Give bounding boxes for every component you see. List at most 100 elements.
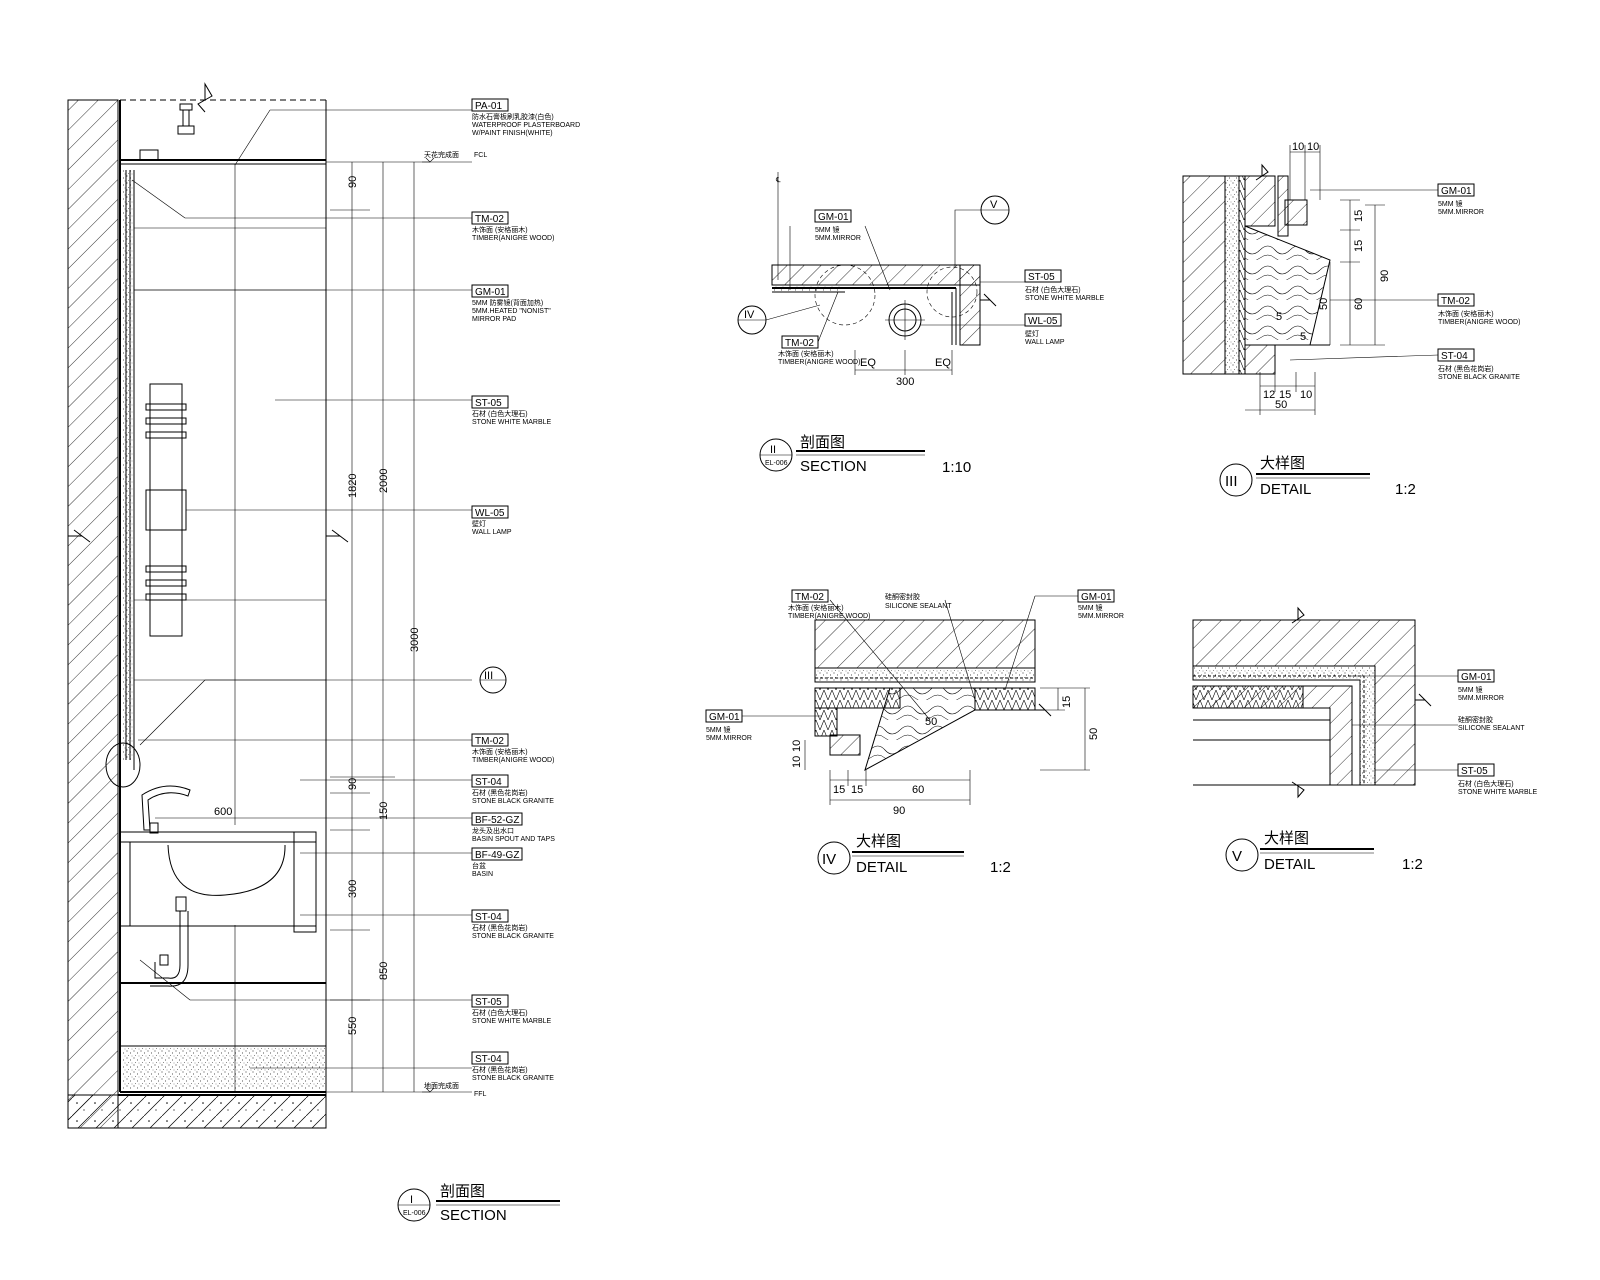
svg-text:5MM.MIRROR: 5MM.MIRROR [1458, 695, 1504, 702]
svg-text:SECTION: SECTION [800, 458, 867, 475]
svg-text:1:2: 1:2 [1395, 481, 1416, 498]
svg-text:ST-05: ST-05 [1461, 766, 1488, 777]
vanity-basin-icon [119, 785, 317, 987]
svg-text:10: 10 [1300, 389, 1312, 401]
callout-TM-02-lower: TM-02 木饰面 (安格丽木) TIMBER(ANIGRE WOOD) [471, 733, 554, 764]
svg-text:TM-02: TM-02 [785, 338, 814, 349]
svg-text:EL-006: EL-006 [765, 460, 788, 467]
svg-text:TIMBER(ANIGRE WOOD): TIMBER(ANIGRE WOOD) [778, 359, 860, 366]
callout-TM-02-upper: TM-02 木饰面 (安格丽木) TIMBER(ANIGRE WOOD) [471, 211, 554, 242]
svg-text:MIRROR PAD: MIRROR PAD [472, 316, 516, 323]
detail-IV-timber-profile [864, 687, 976, 772]
detail-III-title: III 大样图 DETAIL 1:2 [1219, 455, 1416, 498]
svg-text:15: 15 [1279, 389, 1291, 401]
svg-text:STONE BLACK GRANITE: STONE BLACK GRANITE [472, 933, 554, 940]
detail-III-wall-hatch [1182, 175, 1226, 375]
svg-text:地面完成面: 地面完成面 [424, 1081, 459, 1090]
callout-ST-05-upper: ST-05 石材 (白色大理石) STONE WHITE MARBLE [471, 395, 552, 426]
svg-text:GM-01: GM-01 [1441, 186, 1472, 197]
svg-text:BF-52-GZ: BF-52-GZ [475, 815, 519, 826]
detail-V: GM-01 5MM 镜 5MM.MIRROR 硅酮密封胶 SILICONE SE… [1192, 606, 1538, 873]
svg-text:V: V [1232, 848, 1242, 865]
svg-text:石材 (黑色花岗岩): 石材 (黑色花岗岩) [472, 923, 528, 932]
svg-text:DETAIL: DETAIL [1260, 481, 1311, 498]
svg-text:5MM.MIRROR: 5MM.MIRROR [706, 735, 752, 742]
svg-text:台盆: 台盆 [472, 861, 486, 870]
svg-text:木饰面 (安格丽木): 木饰面 (安格丽木) [1438, 309, 1494, 318]
structural-wall-hatch [67, 99, 119, 1129]
dim-EQ-left: EQ [860, 357, 876, 369]
svg-text:BF-49-GZ: BF-49-GZ [475, 850, 519, 861]
svg-text:ST-04: ST-04 [1441, 351, 1468, 362]
svg-text:硅酮密封胶: 硅酮密封胶 [885, 592, 920, 601]
svg-text:石材 (白色大理石): 石材 (白色大理石) [472, 409, 528, 418]
svg-text:IV: IV [822, 851, 836, 868]
dim-150: 150 [378, 802, 390, 820]
svg-text:BASIN SPOUT AND TAPS: BASIN SPOUT AND TAPS [472, 836, 555, 843]
svg-text:50: 50 [925, 716, 937, 728]
dim-300: 300 [347, 880, 359, 898]
dim-850: 850 [378, 962, 390, 980]
svg-text:PA-01: PA-01 [475, 101, 502, 112]
svg-text:TIMBER(ANIGRE WOOD): TIMBER(ANIGRE WOOD) [788, 613, 870, 620]
dim-550: 550 [347, 1017, 359, 1035]
svg-text:10: 10 [791, 740, 803, 752]
detail-IV-title: IV 大样图 DETAIL 1:2 [817, 833, 1011, 876]
svg-text:龙头及出水口: 龙头及出水口 [472, 826, 514, 835]
svg-text:防水石膏板刷乳胶漆(白色): 防水石膏板刷乳胶漆(白色) [472, 112, 554, 121]
svg-text:GM-01: GM-01 [818, 212, 849, 223]
svg-text:DETAIL: DETAIL [856, 859, 907, 876]
svg-text:剖面图: 剖面图 [440, 1183, 485, 1200]
svg-text:ST-04: ST-04 [475, 777, 502, 788]
svg-text:15: 15 [851, 784, 863, 796]
svg-text:石材 (白色大理石): 石材 (白色大理石) [1025, 285, 1081, 294]
svg-text:GM-01: GM-01 [1081, 592, 1112, 603]
svg-text:剖面图: 剖面图 [800, 434, 845, 451]
svg-text:TM-02: TM-02 [475, 214, 504, 225]
callout-ST-04-counter: ST-04 石材 (黑色花岗岩) STONE BLACK GRANITE [471, 774, 554, 805]
svg-text:木饰面 (安格丽木): 木饰面 (安格丽木) [788, 603, 844, 612]
svg-text:TIMBER(ANIGRE WOOD): TIMBER(ANIGRE WOOD) [472, 757, 554, 764]
detail-III: 10 10 15 15 90 60 50 5 5 12 15 10 50 GM-… [1182, 141, 1520, 498]
callout-ST-04-apron: ST-04 石材 (黑色花岗岩) STONE BLACK GRANITE [471, 909, 554, 940]
svg-text:50: 50 [1088, 728, 1100, 740]
svg-text:木饰面 (安格丽木): 木饰面 (安格丽木) [778, 349, 834, 358]
section-II-wall-hatch [771, 264, 981, 286]
callout-PA-01: PA-01 防水石膏板刷乳胶漆(白色) WATERPROOF PLASTERBO… [471, 98, 580, 137]
callout-III-TM-02: TM-02 木饰面 (安格丽木) TIMBER(ANIGRE WOOD) [1330, 293, 1520, 326]
svg-text:1:2: 1:2 [1402, 856, 1423, 873]
svg-text:60: 60 [912, 784, 924, 796]
svg-text:SILICONE SEALANT: SILICONE SEALANT [1458, 725, 1525, 732]
svg-text:FFL: FFL [474, 1091, 487, 1098]
svg-text:SILICONE SEALANT: SILICONE SEALANT [885, 603, 952, 610]
dim-3000: 3000 [409, 628, 421, 652]
callout-BF-52-GZ: BF-52-GZ 龙头及出水口 BASIN SPOUT AND TAPS [471, 812, 555, 843]
svg-text:10: 10 [791, 756, 803, 768]
svg-text:5: 5 [1276, 311, 1282, 323]
svg-text:10: 10 [1307, 141, 1319, 153]
svg-text:5MM 镜: 5MM 镜 [1438, 199, 1463, 208]
svg-text:15: 15 [1353, 210, 1365, 222]
svg-text:木饰面 (安格丽木): 木饰面 (安格丽木) [472, 747, 528, 756]
svg-text:STONE WHITE MARBLE: STONE WHITE MARBLE [472, 419, 552, 426]
detail-III-timber-profile [1244, 225, 1331, 346]
callout-BF-49-GZ: BF-49-GZ 台盆 BASIN [471, 847, 523, 878]
svg-text:DETAIL: DETAIL [1264, 856, 1315, 873]
ref-IV-marker: IV [737, 304, 821, 335]
dim-90-mid: 90 [347, 778, 359, 790]
svg-text:壁灯: 壁灯 [1025, 329, 1039, 338]
svg-text:5MM.HEATED "NONIST": 5MM.HEATED "NONIST" [472, 308, 551, 315]
dim-2000: 2000 [378, 469, 390, 493]
svg-text:90: 90 [1379, 270, 1391, 282]
svg-text:壁灯: 壁灯 [472, 519, 486, 528]
svg-text:ST-04: ST-04 [475, 1054, 502, 1065]
callout-IV-GM-01-left: GM-01 5MM 镜 5MM.MIRROR [705, 709, 822, 742]
svg-text:TIMBER(ANIGRE WOOD): TIMBER(ANIGRE WOOD) [472, 235, 554, 242]
svg-text:WL-05: WL-05 [1028, 316, 1058, 327]
svg-text:SECTION: SECTION [440, 1207, 507, 1224]
callout-II-TM-02: TM-02 木饰面 (安格丽木) TIMBER(ANIGRE WOOD) [778, 291, 860, 366]
svg-text:大样图: 大样图 [1260, 455, 1305, 472]
detail-IV: 50 15 50 10 10 15 15 60 90 TM-02 木饰面 (安格… [705, 589, 1124, 876]
svg-text:TM-02: TM-02 [475, 736, 504, 747]
svg-text:5MM 镜: 5MM 镜 [815, 225, 840, 234]
